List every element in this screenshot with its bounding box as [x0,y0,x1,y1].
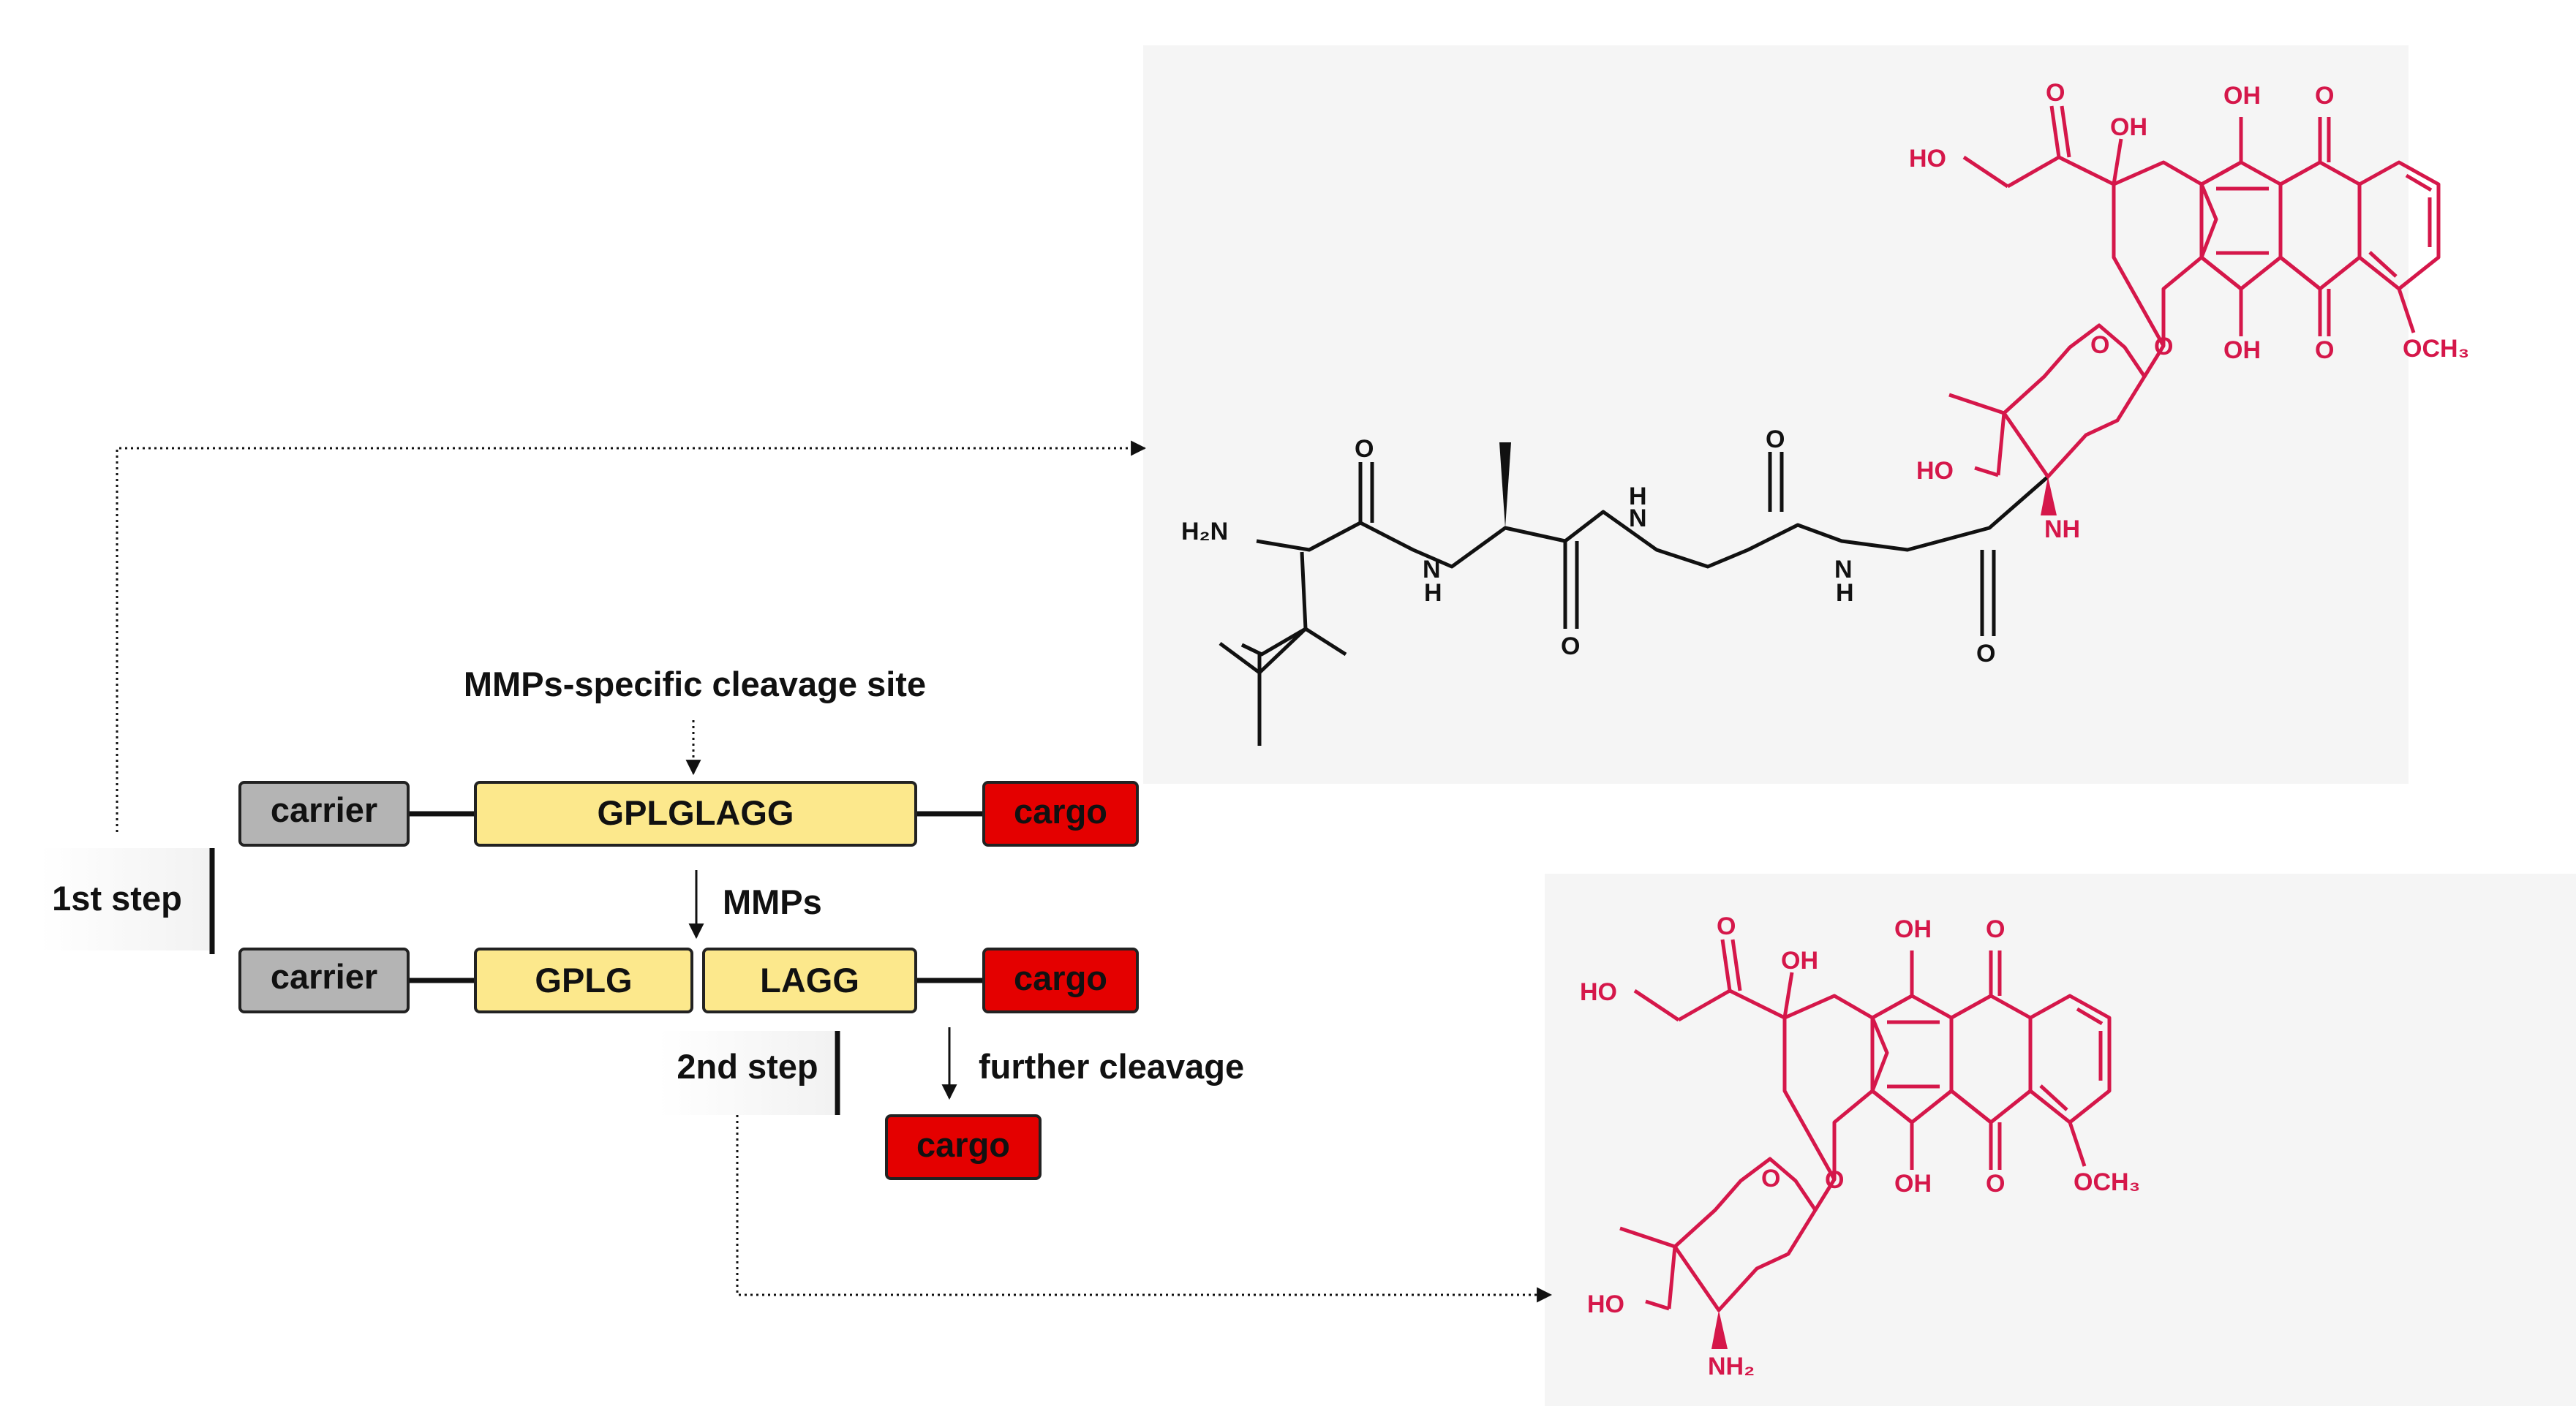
fragment2-box [702,948,917,1013]
cargo-box-2 [982,948,1139,1013]
conj-n-3: N [1834,556,1853,583]
fragment2-label: LAGG [760,961,859,999]
step2-label: 2nd step [677,1047,818,1086]
conj-glyco-o: O [2154,333,2173,360]
peptide-backbone [1219,452,2049,746]
conj-o-bottom: O [2315,336,2334,364]
dox-oh-top: OH [1894,915,1932,943]
conj-ketone-o: O [2046,79,2065,107]
conj-h-2: H [1629,483,1647,510]
carrier-box-2 [238,948,410,1013]
conj-nh-sugar: NH [2044,515,2080,543]
conjugate-panel [1143,45,2409,784]
conj-o-3: O [1766,426,1785,453]
cleavage-site-label: MMPs-specific cleavage site [464,665,926,703]
dox-och3: OCH₃ [2074,1168,2140,1196]
step2-shade [658,1031,834,1115]
connector-to-doxorubicin [736,1115,1553,1303]
conj-o-1: O [1355,435,1374,463]
peptide-label: GPLGLAGG [598,793,794,832]
cargo-label-2: cargo [1014,959,1107,997]
conj-oh-chain: OH [2110,113,2147,141]
dox-glyco-o: O [1825,1166,1844,1194]
carrier-label-2: carrier [271,957,377,996]
cargo-label-1: cargo [1014,792,1107,831]
conj-och3: OCH₃ [2403,335,2469,363]
cargo-box-1 [982,781,1139,847]
dox-bonds [1619,939,2112,1312]
step1-shade [40,848,210,950]
alanine-wedge [1499,442,1511,528]
dox-o-bottom: O [1986,1170,2005,1198]
conj-n-2: N [1629,504,1647,532]
dox-o-top: O [1986,915,2005,943]
conj-n-1: N [1423,556,1441,583]
conj-ho-chain: HO [1909,145,1946,173]
dox-ring-o: O [1761,1165,1780,1193]
doxorubicin-structure: O O HO NH₂ OH O OH O OCH₃ O HO OH [1580,912,2140,1380]
conj-dox-bonds [1948,105,2441,479]
doxorubicin-panel [1545,874,2576,1406]
conj-h-3: H [1836,579,1854,607]
fragment1-label: GPLG [535,961,632,999]
dox-nh2: NH₂ [1708,1353,1755,1380]
released-cargo-label: cargo [916,1125,1010,1164]
dox-ho-chain: HO [1580,978,1617,1006]
connector-to-conjugate [116,440,1147,832]
conj-o-4: O [1976,640,1995,668]
step1-label: 1st step [52,879,182,918]
dox-ho-sugar: HO [1587,1290,1624,1318]
peptide-box [474,781,917,847]
further-cleavage-label: further cleavage [979,1047,1244,1086]
conj-h-1: H [1424,579,1442,607]
carrier-label-1: carrier [271,790,377,829]
conj-h2n: H₂N [1181,518,1228,545]
conj-oh-top: OH [2223,82,2261,110]
fragment1-box [474,948,693,1013]
dox-ketone-o: O [1717,912,1736,940]
carrier-box-1 [238,781,410,847]
dox-oh-chain: OH [1781,947,1818,975]
conj-nh-wedge [2041,477,2057,515]
mmps-label: MMPs [723,882,822,921]
conj-oh-bottom: OH [2223,336,2261,364]
released-cargo-box [885,1114,1042,1180]
dox-oh-bottom: OH [1894,1170,1932,1198]
conj-ho-sugar: HO [1916,457,1954,485]
dox-nh2-wedge [1711,1310,1728,1349]
conjugate-structure: H₂N O N H O H N O N H O [1181,79,2469,746]
conj-o-top: O [2315,82,2334,110]
conj-ring-o: O [2090,331,2109,359]
conj-o-2: O [1561,632,1580,660]
